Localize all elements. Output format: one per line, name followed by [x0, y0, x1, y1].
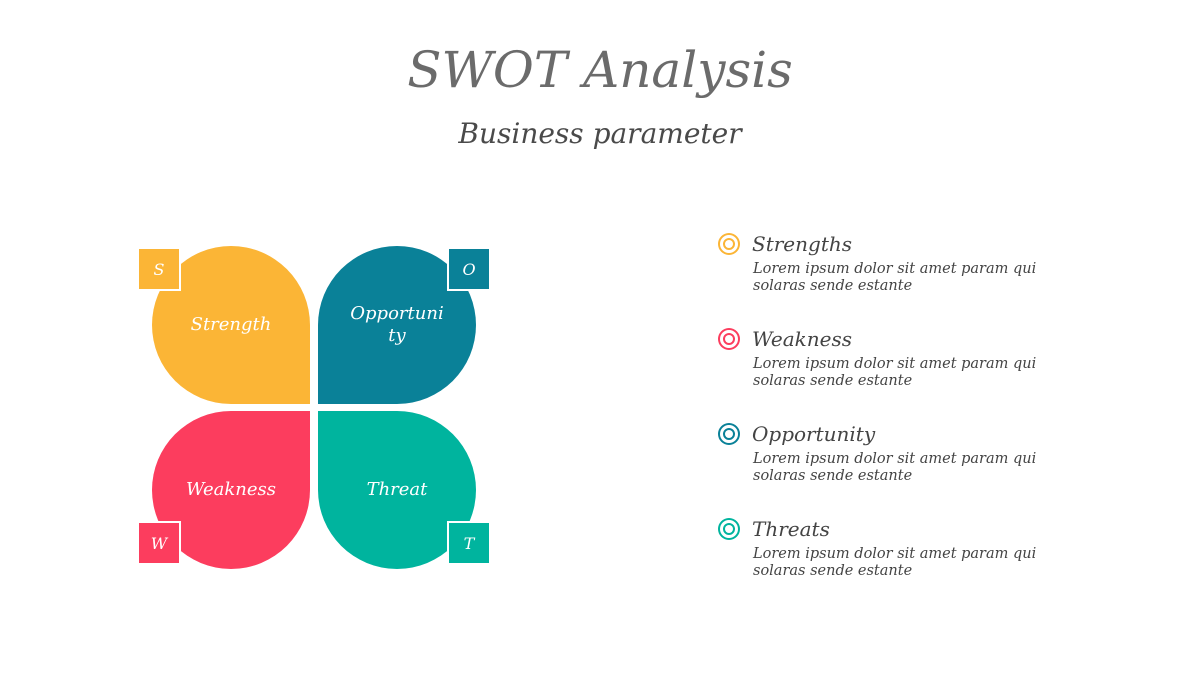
legend-item-strengths: Strengths Lorem ipsum dolor sit amet par…: [720, 229, 1160, 295]
legend-title: Threats: [752, 517, 830, 541]
legend-description: Lorem ipsum dolor sit amet param qui sol…: [753, 546, 1037, 579]
threat-label: Threat: [366, 479, 428, 500]
legend-title: Strengths: [752, 232, 852, 256]
legend-title: Weakness: [752, 327, 853, 351]
threats-bullet-icon: [720, 520, 738, 538]
weakness-bullet-icon: [720, 330, 738, 348]
opportunity-label: Opportunity: [350, 303, 444, 346]
threat-tag: T: [447, 521, 491, 565]
legend-item-opportunity: Opportunity Lorem ipsum dolor sit amet p…: [720, 419, 1160, 485]
legend-description: Lorem ipsum dolor sit amet param qui sol…: [753, 261, 1037, 294]
legend-title: Opportunity: [752, 422, 876, 446]
strength-tag: S: [137, 247, 181, 291]
weakness-tag: W: [137, 521, 181, 565]
legend-item-threats: Threats Lorem ipsum dolor sit amet param…: [720, 514, 1160, 580]
opportunity-tag: O: [447, 247, 491, 291]
strengths-bullet-icon: [720, 235, 738, 253]
strength-label: Strength: [190, 314, 272, 335]
legend-item-weakness: Weakness Lorem ipsum dolor sit amet para…: [720, 324, 1160, 390]
slide-title: SWOT Analysis: [407, 41, 793, 99]
slide-subtitle: Business parameter: [458, 117, 742, 150]
opportunity-bullet-icon: [720, 425, 738, 443]
weakness-label: Weakness: [185, 479, 277, 500]
legend-description: Lorem ipsum dolor sit amet param qui sol…: [753, 451, 1037, 484]
legend-description: Lorem ipsum dolor sit amet param qui sol…: [753, 356, 1037, 389]
